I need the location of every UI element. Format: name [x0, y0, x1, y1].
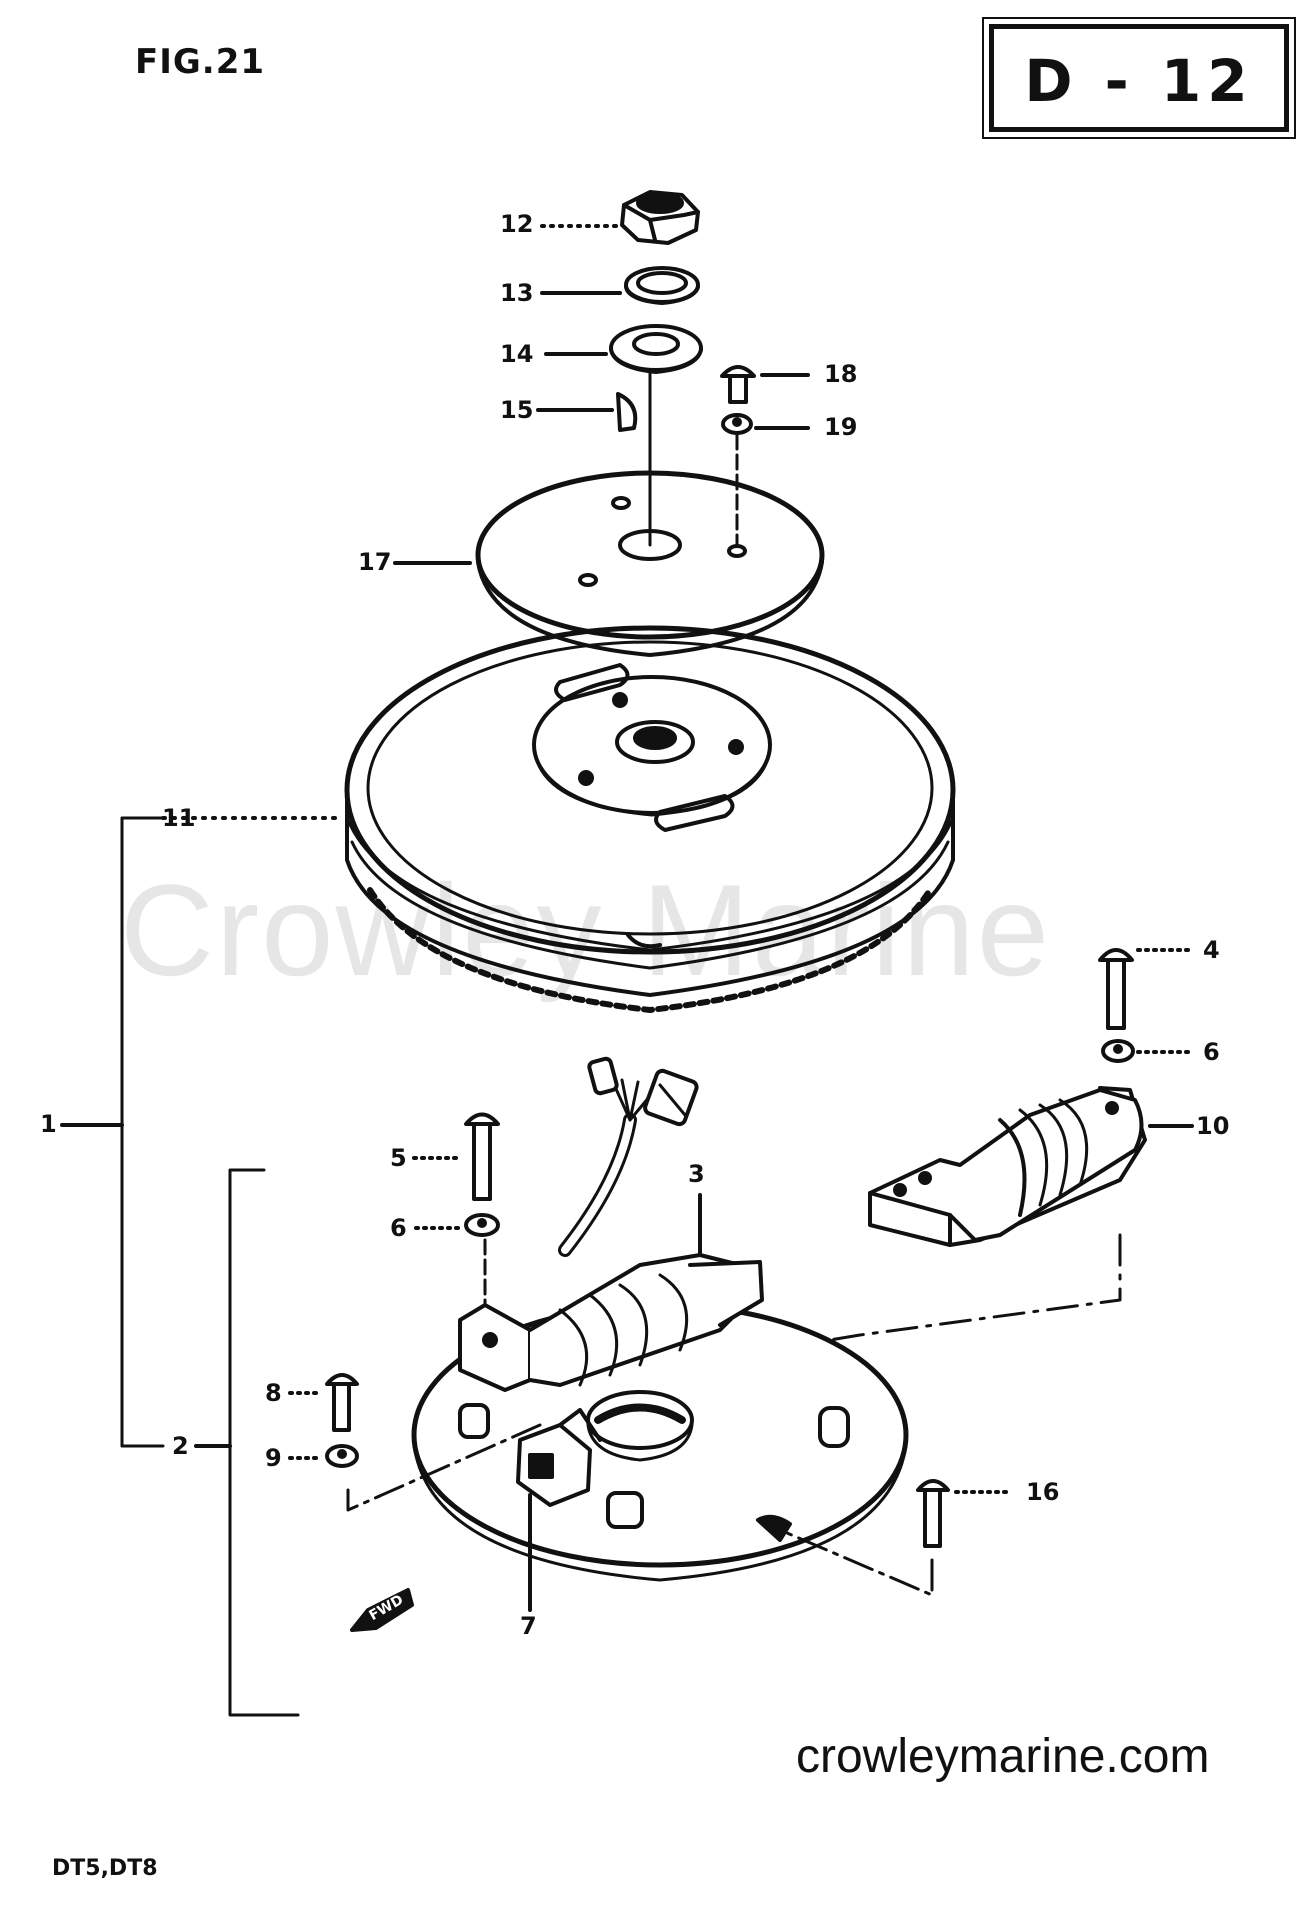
- figure-title: FIG.21: [135, 42, 266, 82]
- flywheel-icon: [344, 625, 956, 1013]
- flywheel-cover-plate: [475, 470, 825, 657]
- washer-icon: [325, 1444, 359, 1468]
- callout-18: 18: [824, 360, 858, 388]
- page-code-box: D - 12: [982, 17, 1296, 139]
- wiring-harness: [558, 1056, 699, 1257]
- callout-12: 12: [500, 210, 534, 238]
- coil-icon: [868, 1086, 1147, 1247]
- coil-icon: [458, 1253, 764, 1392]
- washer-icon: [721, 413, 753, 435]
- callout-15: 15: [500, 396, 534, 424]
- callout-16: 16: [1026, 1478, 1060, 1506]
- callout-5: 5: [390, 1144, 407, 1172]
- screw-icon: [720, 365, 756, 404]
- callout-8: 8: [265, 1379, 282, 1407]
- callout-6-right: 6: [1203, 1038, 1220, 1066]
- callout-7: 7: [520, 1612, 537, 1640]
- website-link[interactable]: crowleymarine.com: [796, 1730, 1210, 1783]
- callout-11: 11: [162, 804, 196, 832]
- washer-icon: [1101, 1039, 1135, 1063]
- callout-2: 2: [172, 1432, 189, 1460]
- callout-1: 1: [40, 1110, 57, 1138]
- bracket-2: [228, 1168, 300, 1717]
- callout-4: 4: [1203, 936, 1220, 964]
- screw-8-guide: [346, 1423, 542, 1512]
- callout-9: 9: [265, 1444, 282, 1472]
- connector-icon: [516, 1408, 602, 1507]
- callout-13: 13: [500, 279, 534, 307]
- screw-icon: [916, 1479, 950, 1548]
- callout-6-left: 6: [390, 1214, 407, 1242]
- washer-icon: [464, 1213, 500, 1237]
- screw-16-guide: [778, 1528, 934, 1597]
- callout-3: 3: [688, 1160, 705, 1188]
- washer-icon: [609, 324, 703, 374]
- screw-icon: [464, 1112, 500, 1201]
- callout-14: 14: [500, 340, 534, 368]
- bracket-1: [120, 816, 165, 1448]
- callout-17: 17: [358, 548, 392, 576]
- screw-icon: [325, 1373, 359, 1432]
- nut-icon: [620, 190, 700, 245]
- callout-19: 19: [824, 413, 858, 441]
- callout-10: 10: [1196, 1112, 1230, 1140]
- coil-mount-guide: [828, 1233, 1122, 1342]
- forward-arrow-icon: [350, 1588, 414, 1632]
- lock-washer-icon: [624, 266, 700, 305]
- screw-icon: [1098, 948, 1134, 1030]
- woodruff-key-icon: [616, 392, 638, 432]
- model-applicability: DT5,DT8: [52, 1856, 158, 1881]
